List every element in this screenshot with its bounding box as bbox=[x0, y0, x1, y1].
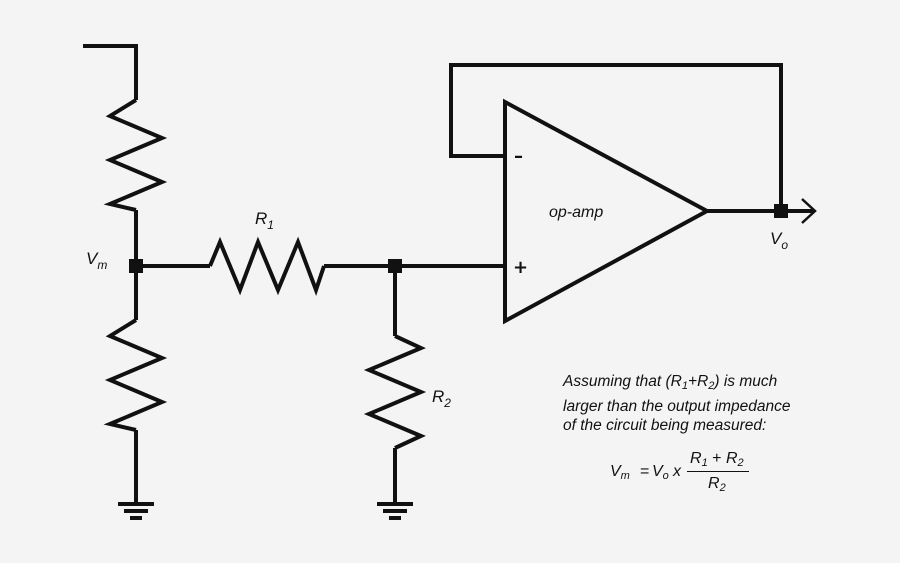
top-resistor bbox=[103, 98, 168, 212]
note-line-3: of the circuit being measured: bbox=[563, 417, 767, 434]
ground-right-symbol bbox=[377, 502, 413, 520]
ground-left-symbol bbox=[118, 502, 154, 520]
assumption-note: Assuming that (R1+R2) is much larger tha… bbox=[563, 372, 803, 436]
r1-resistor bbox=[208, 236, 326, 296]
vm-label: Vm bbox=[86, 249, 107, 272]
junction-node bbox=[388, 259, 402, 273]
input-wire bbox=[83, 44, 138, 100]
noninverting-input-sign: + bbox=[513, 257, 528, 278]
formula-vo: Vo bbox=[652, 463, 669, 482]
r2-resistor bbox=[363, 334, 427, 450]
formula-fraction-bar bbox=[687, 471, 749, 472]
r2-label: R2 bbox=[432, 387, 451, 410]
formula-equals: = bbox=[640, 463, 650, 480]
formula-lhs: Vm bbox=[610, 463, 630, 482]
vm-node bbox=[129, 259, 143, 273]
formula-numerator: R1 + R2 bbox=[690, 450, 744, 469]
output-arrow-icon bbox=[801, 198, 817, 224]
formula-times: x bbox=[673, 463, 681, 480]
r1-label: R1 bbox=[255, 209, 274, 232]
opamp-label: op-amp bbox=[549, 204, 603, 221]
bottom-resistor bbox=[103, 318, 168, 432]
note-line-1: Assuming that (R1+R2) is much bbox=[563, 373, 778, 392]
vo-node bbox=[774, 204, 788, 218]
vo-label: Vo bbox=[770, 229, 788, 252]
opamp-triangle bbox=[503, 98, 712, 325]
feedback-wire bbox=[449, 63, 783, 211]
inverting-input-sign: – bbox=[514, 146, 523, 167]
note-line-2: larger than the output impedance bbox=[563, 397, 791, 415]
formula-denominator: R2 bbox=[708, 475, 726, 494]
